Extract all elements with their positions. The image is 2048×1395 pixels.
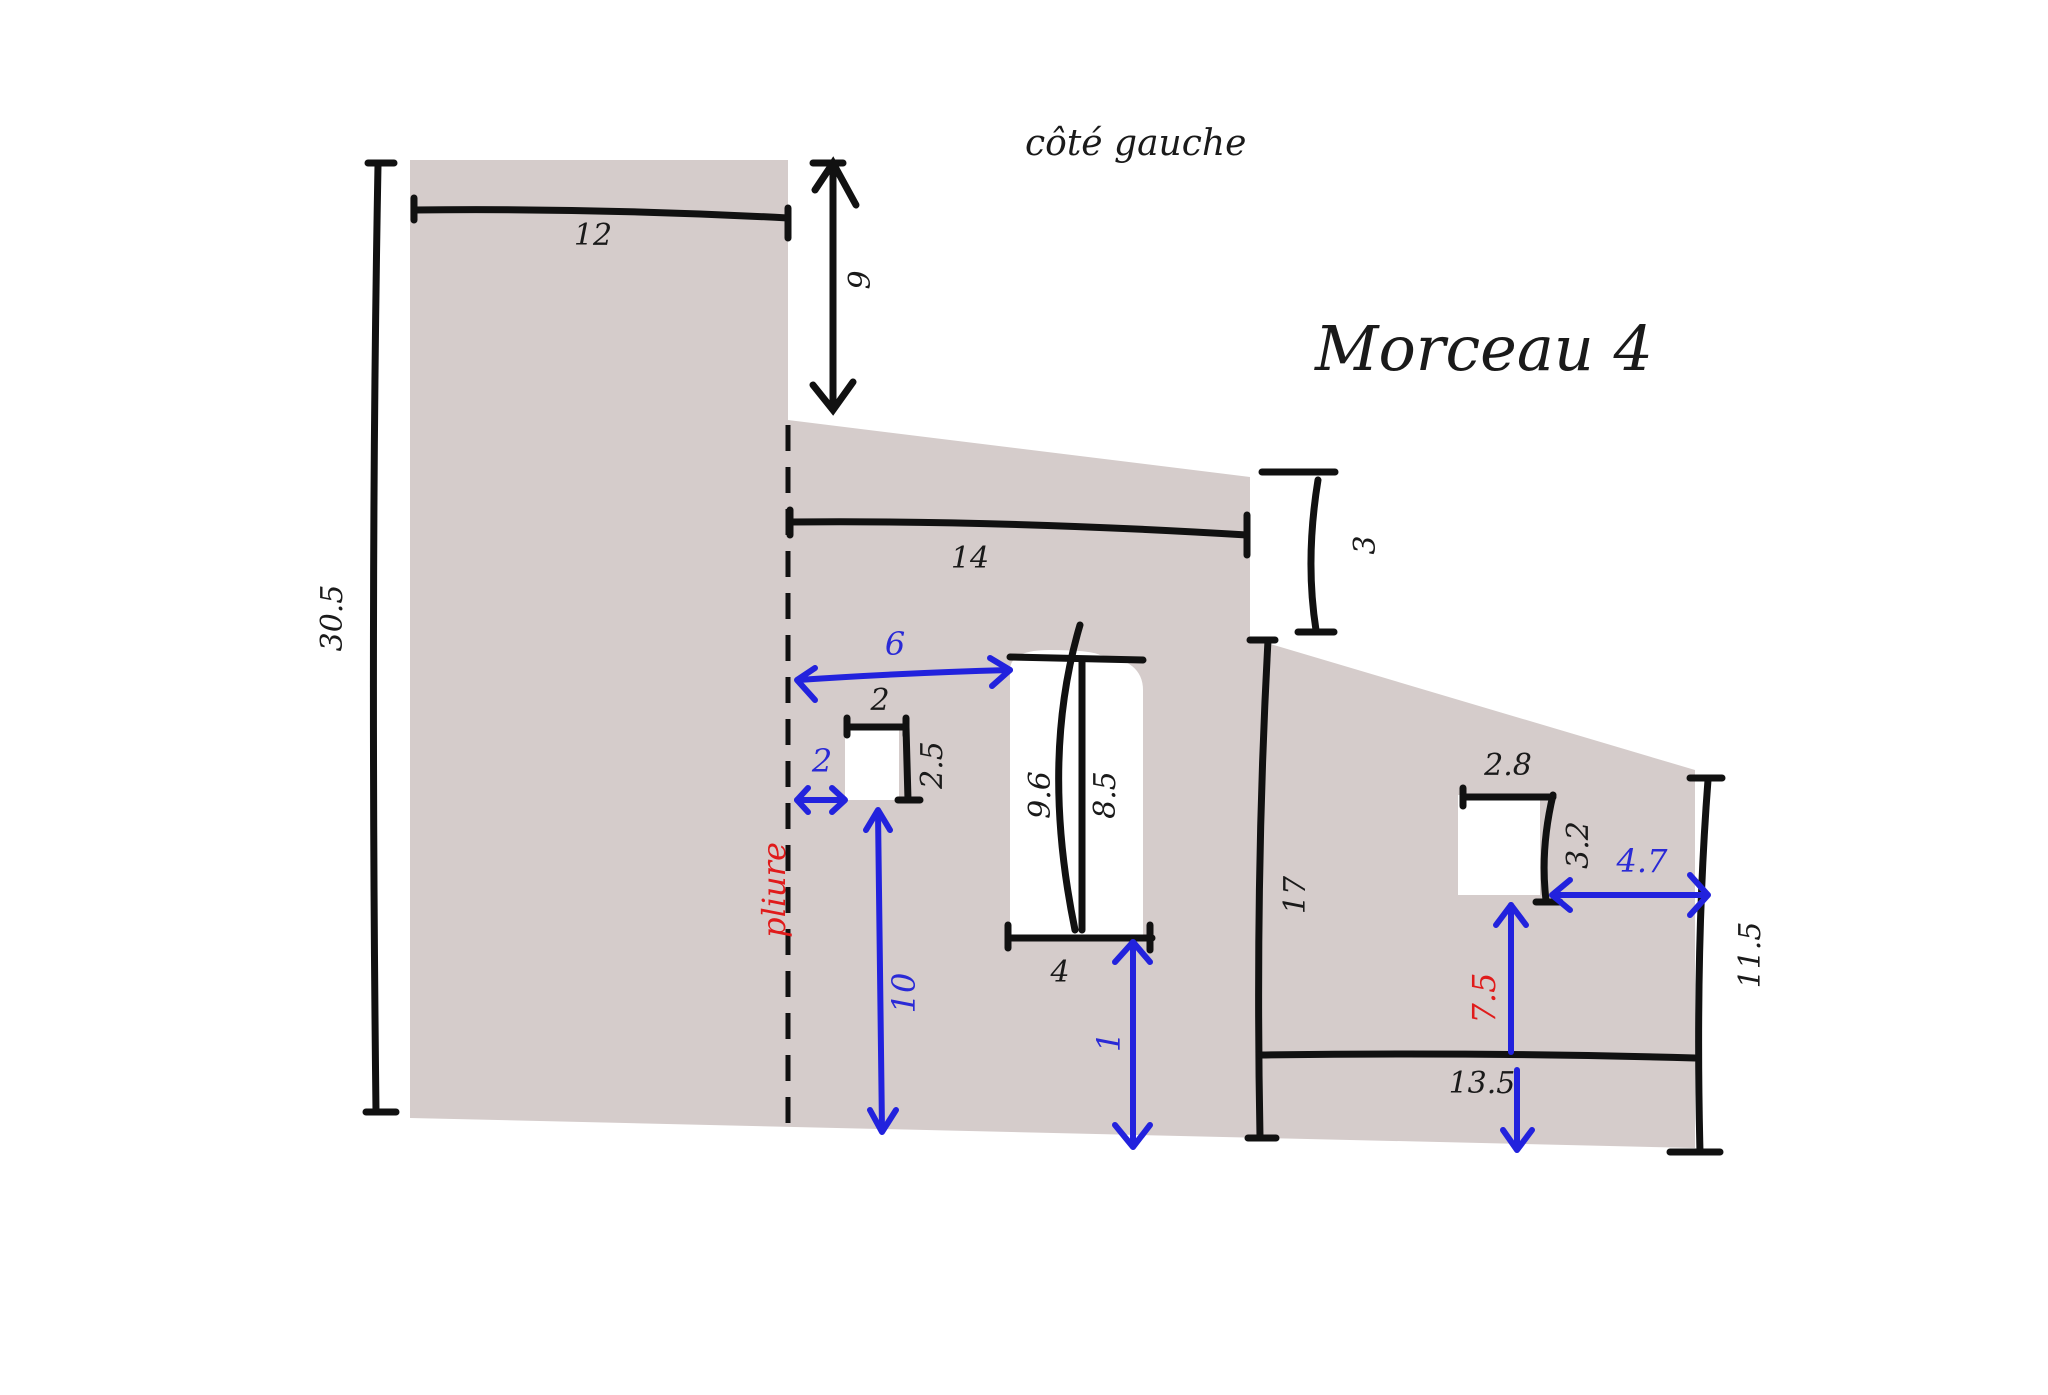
label-door-height-left: 9.6	[1023, 771, 1058, 819]
label-middle-width: 14	[951, 541, 989, 576]
arrow-door-from-bottom	[1112, 939, 1153, 1150]
arrow-right-window-from-bottom	[1493, 902, 1535, 1153]
label-right-window-height: 3.2	[1561, 821, 1596, 869]
label-small-window-from-fold: 2	[811, 742, 832, 780]
label-tower-width: 12	[574, 218, 612, 253]
label-door-height-right: 8.5	[1088, 771, 1123, 819]
arrow-right-window-from-edge	[1549, 872, 1711, 918]
dim-tower-drop	[809, 156, 860, 416]
arrow-window-from-fold	[794, 785, 848, 815]
dim-total-height	[362, 159, 400, 1116]
dim-door	[1004, 621, 1156, 954]
title-text: Morceau 4	[1314, 312, 1653, 385]
arrow-window-from-bottom	[863, 807, 899, 1135]
label-small-window-width: 2	[869, 683, 889, 718]
subtitle-text: côté gauche	[1025, 123, 1246, 164]
dim-small-window	[843, 714, 924, 804]
dim-right-edge-height	[1666, 774, 1726, 1156]
dim-right-height	[1244, 636, 1280, 1142]
label-right-width: 13.5	[1449, 1066, 1516, 1101]
right-window-opening	[1458, 795, 1540, 895]
label-right-window-from-bottom: 7.5	[1465, 973, 1503, 1024]
label-door-width: 4	[1049, 955, 1069, 990]
label-right-edge-height: 11.5	[1733, 922, 1768, 989]
label-small-window-height: 2.5	[915, 741, 950, 790]
label-step-drop: 3	[1348, 535, 1383, 554]
dim-tower-width	[410, 194, 792, 242]
door-opening	[1010, 650, 1143, 935]
arrow-door-from-fold	[794, 655, 1013, 703]
dim-right-width	[1256, 1050, 1699, 1062]
label-right-height: 17	[1278, 875, 1313, 914]
dim-step-drop	[1258, 468, 1339, 636]
label-right-window-width: 2.8	[1483, 748, 1532, 783]
label-door-from-bottom: 1	[1090, 1032, 1128, 1052]
label-total-height: 30.5	[315, 585, 350, 652]
label-right-window-from-edge: 4.7	[1616, 842, 1669, 880]
label-small-window-from-bottom: 10	[885, 973, 923, 1014]
dim-middle-width	[786, 506, 1251, 559]
small-window-opening	[845, 725, 899, 800]
label-door-from-fold: 6	[885, 625, 905, 663]
fold-label: pliure	[755, 842, 793, 938]
label-tower-drop: 9	[843, 270, 878, 289]
